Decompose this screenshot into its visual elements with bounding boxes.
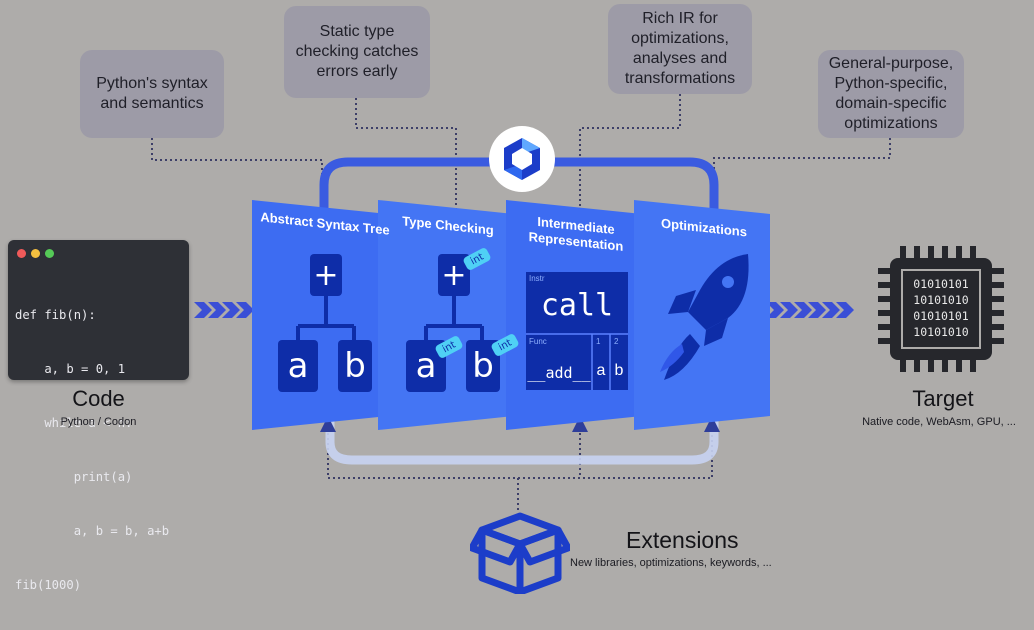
code-line: print(a) (15, 470, 133, 484)
target-subtitle: Native code, WebAsm, GPU, ... (862, 416, 1016, 428)
ir-instr-label: Instr (529, 274, 545, 283)
code-line: while a < n: (15, 416, 133, 430)
type-right-node: b (466, 340, 500, 392)
ir-func-label: Func (529, 337, 547, 346)
extensions-title: Extensions (626, 527, 739, 553)
rocket-icon (660, 254, 749, 380)
bubble-types-text: Static type checking catches errors earl… (295, 23, 419, 80)
ir-arg1-value: a (596, 362, 606, 379)
code-block: def fib(n): a, b = 0, 1 while a < n: pri… (15, 270, 169, 630)
ir-arg1-label: 1 (596, 337, 601, 346)
ast-left-node: a (278, 340, 318, 392)
codon-logo-icon (489, 126, 555, 192)
bubble-ir: Rich IR for optimizations, analyses and … (608, 4, 752, 94)
code-line: a, b = b, a+b (15, 524, 170, 538)
type-left-node: a (406, 340, 446, 392)
chip-line: 10101010 (913, 293, 969, 307)
ir-instr-value: call (540, 288, 614, 323)
bubble-optimizations: General-purpose, Python-specific, domain… (818, 50, 964, 138)
minimize-dot-icon (31, 249, 40, 258)
code-subtitle: Python / Codon (60, 416, 137, 428)
code-window: def fib(n): a, b = 0, 1 while a < n: pri… (8, 240, 189, 592)
chip-icon (878, 246, 1004, 372)
code-line: def fib(n): (15, 308, 96, 322)
bubble-ir-text: Rich IR for optimizations, analyses and … (624, 10, 736, 87)
chip-line: 01010101 (913, 277, 969, 291)
bubble-opt-text: General-purpose, Python-specific, domain… (828, 55, 954, 132)
maximize-dot-icon (45, 249, 54, 258)
ir-arg2-value: b (614, 362, 624, 379)
code-line: fib(1000) (15, 578, 82, 592)
ir-arg2-label: 2 (614, 337, 619, 346)
ast-right-node: b (338, 340, 372, 392)
chip-bits: 01010101 10101010 01010101 10101010 (906, 276, 976, 340)
bubble-type-checking: Static type checking catches errors earl… (284, 6, 430, 98)
close-dot-icon (17, 249, 26, 258)
target-title: Target (912, 386, 974, 411)
chip-line: 01010101 (913, 309, 969, 323)
code-line: a, b = 0, 1 (15, 362, 126, 376)
ir-func-value: __add__ (527, 364, 591, 382)
code-title: Code (72, 386, 125, 411)
ast-op-node: + (310, 254, 342, 296)
bubble-syntax-text: Python's syntax and semantics (96, 75, 208, 112)
extensions-subtitle: New libraries, optimizations, keywords, … (570, 557, 772, 569)
chip-line: 10101010 (913, 325, 969, 339)
box-icon (470, 512, 570, 594)
bubble-syntax: Python's syntax and semantics (80, 50, 224, 138)
